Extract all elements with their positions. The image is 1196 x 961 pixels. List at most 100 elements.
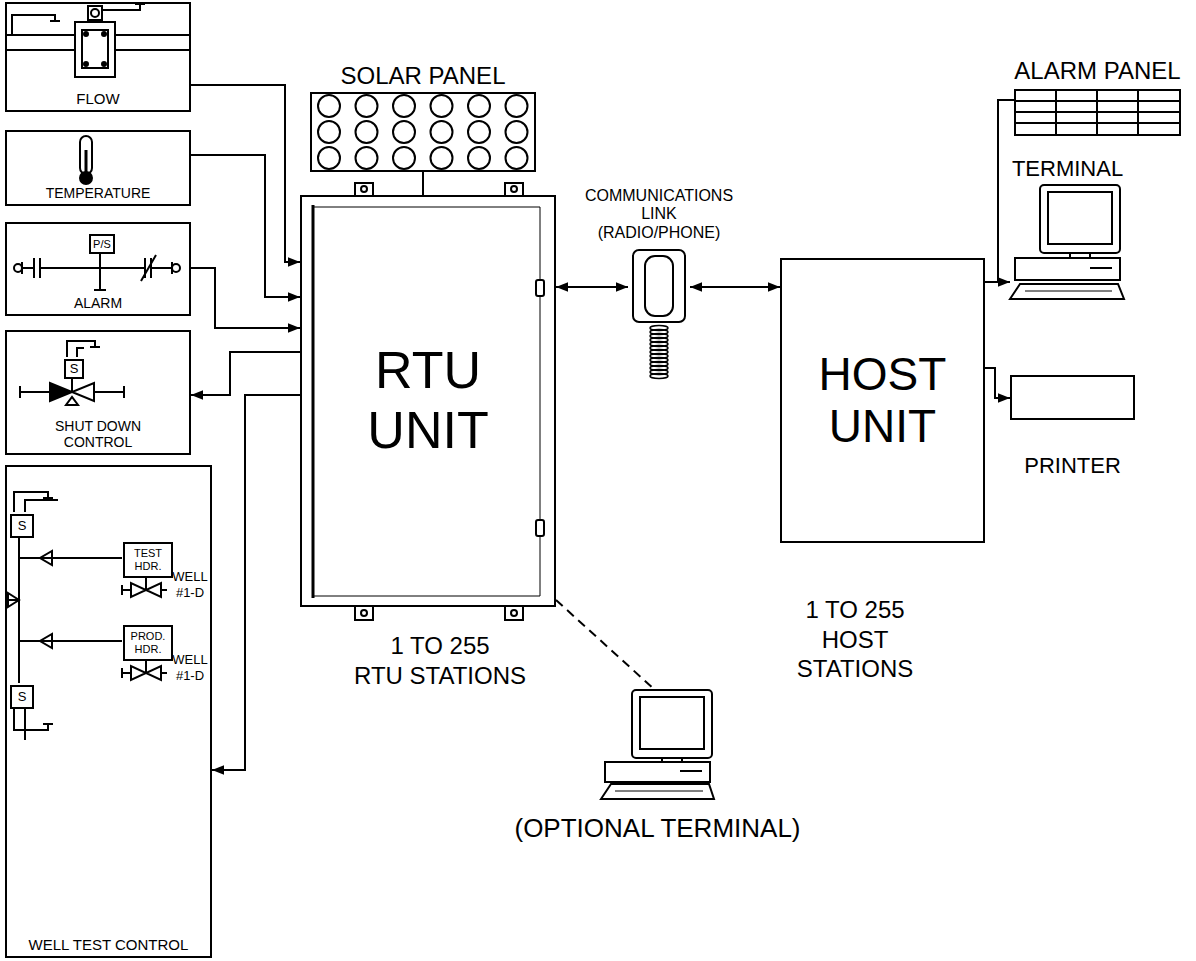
meter-body [75,22,115,77]
mount-tab [355,606,373,620]
cpu-box [1015,258,1120,280]
sensor-box: FLOW [5,2,191,112]
check-valve [8,593,19,607]
wire [22,262,172,274]
connector [191,85,300,262]
thermometer-tube [80,136,92,174]
node-label: PRINTER [1024,453,1121,478]
monitor [1040,185,1120,253]
meter-face [82,30,108,68]
wire [14,492,58,512]
cpu-box [605,762,710,782]
panel-cells [1015,90,1180,135]
node-label: ALARM PANEL [1014,57,1180,85]
mount-tab [505,606,523,620]
solar-cells [318,95,528,169]
valve-stem [71,377,73,392]
node-label: S [18,690,27,705]
screen [1048,192,1112,244]
connector [191,352,300,395]
wire [67,341,100,357]
solar-cell [318,121,340,143]
well-test-piping [6,492,167,740]
rtu-enclosure [313,183,544,620]
door-latch [536,520,544,536]
solar-cell [393,95,415,117]
solar-cell [356,121,378,143]
keys [1025,291,1112,292]
bolt [102,32,106,36]
alarm-panel-grid [1015,90,1180,135]
node-label: HOST UNIT [793,348,973,454]
solar-cell [468,95,490,117]
terminal: TERMINAL [1010,185,1125,300]
bolt [84,62,88,66]
solar-cell [468,147,490,169]
solar-cell [356,147,378,169]
contact [34,258,40,278]
connector [985,281,1010,283]
control-box: WELL TEST CONTROLSTEST HDR.PROD. HDR.S [5,465,212,958]
terminal-dot [172,264,180,272]
connector [690,286,780,288]
check-valve [40,634,52,648]
door-hinge [312,205,315,598]
node-label: S [70,362,79,377]
phone-cord [650,374,668,379]
keyboard [601,784,714,799]
solar-panel: SOLAR PANEL [310,92,536,172]
thermometer [80,136,92,184]
screw [361,610,367,616]
solar-cell [393,121,415,143]
node-label: S [18,519,27,534]
connector [212,395,300,770]
alarm-circuit [14,252,180,290]
header-box: PROD. HDR. [123,625,173,661]
valve-half [72,383,94,401]
connector [985,100,1015,282]
host-box: HOST UNIT [780,258,985,543]
solar-cell [431,121,453,143]
station-count: 1 TO 255 [755,596,955,625]
actuator [66,397,78,405]
telephone [633,250,685,379]
connector [556,286,628,288]
node-label: TEMPERATURE [46,185,151,201]
solar-cell [356,95,378,117]
transmitter-dial [91,9,99,17]
terminal-dot [14,264,22,272]
screw [361,186,367,192]
solenoid-box: S [64,359,84,379]
well-label: WELL #1-D [168,569,212,600]
solar-cell [506,147,528,169]
valve [131,583,161,597]
monitor [632,690,712,758]
solar-cell [468,121,490,143]
header-box: TEST HDR. [123,542,173,578]
solenoid-box: S [10,685,34,709]
sensor-box: TEMPERATURE [5,130,191,206]
keys [615,791,703,792]
station-count: RTU STATIONS [320,662,560,691]
node-label: PROD. HDR. [127,630,169,655]
node-label: (OPTIONAL TERMINAL) [514,814,800,844]
node-label: TEST HDR. [127,547,169,572]
wire [14,707,53,740]
door [313,207,540,596]
connector [556,600,655,690]
control-box: SHUT DOWN CONTROLS [5,330,191,455]
drive-slot [680,770,702,772]
wire [12,4,145,35]
bolt [102,62,106,66]
printer: PRINTER [1010,375,1135,420]
connector [191,268,300,328]
door-latch [536,280,544,296]
station-count: 1 TO 255 [340,632,540,661]
bolt [84,32,88,36]
transmitter [88,6,102,20]
alarm-panel: ALARM PANEL [1015,90,1180,135]
well-label: WELL #1-D [168,652,212,683]
valve [131,666,161,680]
connector [191,155,300,297]
optional-computer [601,690,714,799]
